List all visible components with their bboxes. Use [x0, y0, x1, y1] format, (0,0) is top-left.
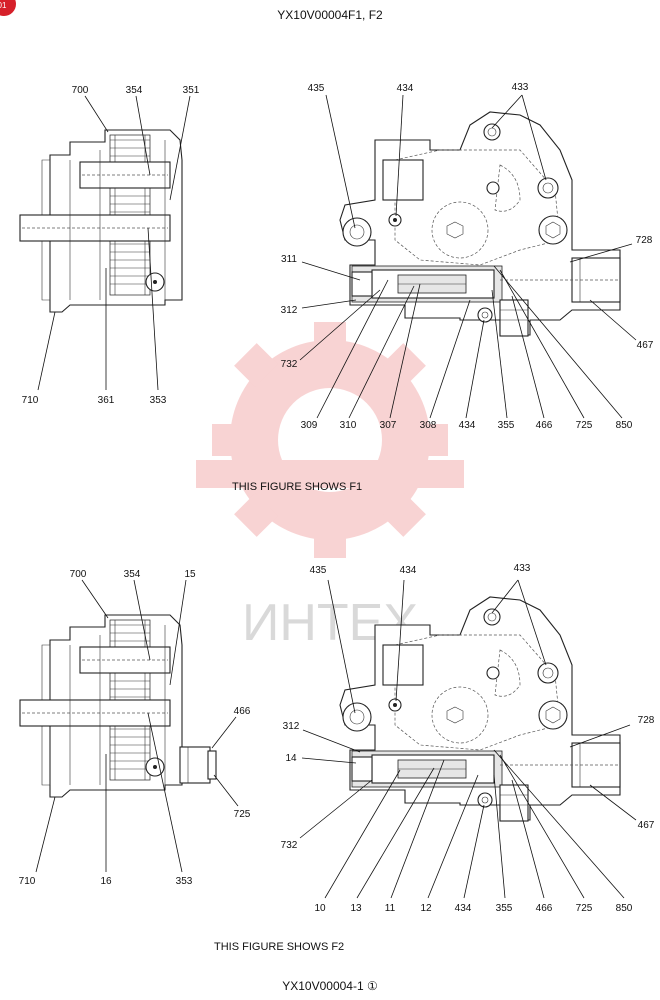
- figure1-left-pump: [19, 129, 183, 313]
- label: 728: [636, 235, 653, 246]
- label: 467: [637, 340, 654, 351]
- figure2-left-pump: [19, 614, 217, 798]
- label: 307: [380, 420, 397, 431]
- label: 312: [283, 721, 300, 732]
- label: 309: [301, 420, 318, 431]
- figure1-leaders: [37, 94, 637, 419]
- label: 434: [397, 83, 414, 94]
- label: 434: [400, 565, 417, 576]
- label: 312: [281, 305, 298, 316]
- label: 725: [576, 420, 593, 431]
- label: 311: [281, 254, 297, 265]
- label: 732: [281, 840, 298, 851]
- figure2-leaders: [35, 579, 637, 899]
- label: 700: [70, 569, 87, 580]
- label: 433: [512, 82, 529, 93]
- label: 850: [616, 420, 633, 431]
- label: 710: [22, 395, 39, 406]
- label: 466: [536, 903, 553, 914]
- label: 700: [72, 85, 89, 96]
- label: 467: [638, 820, 655, 831]
- label: 353: [176, 876, 193, 887]
- figure2-right-valve: [339, 596, 621, 822]
- label: 732: [281, 359, 298, 370]
- document-id: YX10V00004-1 ①: [282, 979, 378, 993]
- figure2-caption: THIS FIGURE SHOWS F2: [214, 941, 344, 953]
- figure1-caption: THIS FIGURE SHOWS F1: [232, 481, 362, 493]
- page-title: YX10V00004F1, F2: [277, 8, 383, 22]
- label: 13: [350, 903, 362, 914]
- label: 710: [19, 876, 36, 887]
- label: 14: [285, 753, 297, 764]
- label: 433: [514, 563, 531, 574]
- label: 351: [183, 85, 200, 96]
- label: 725: [234, 809, 251, 820]
- label: 10: [314, 903, 326, 914]
- label: 850: [616, 903, 633, 914]
- figure1-labels: 700 354 351 710 361 353 435 434 433 728 …: [22, 82, 654, 431]
- label: 308: [420, 420, 437, 431]
- label: 11: [385, 903, 396, 914]
- label: 466: [234, 706, 251, 717]
- label: 354: [126, 85, 143, 96]
- label: 361: [98, 395, 115, 406]
- label: 434: [459, 420, 476, 431]
- label: 355: [496, 903, 513, 914]
- figure1-right-valve: [339, 111, 621, 337]
- label: 354: [124, 569, 141, 580]
- label: 12: [420, 903, 432, 914]
- label: 353: [150, 395, 167, 406]
- figure2-labels: 700 354 15 466 725 710 16 353 435 434 43…: [19, 563, 655, 914]
- watermark-logo: [196, 322, 464, 558]
- label: 728: [638, 715, 655, 726]
- corner-badge: [0, 0, 16, 16]
- label: 434: [455, 903, 472, 914]
- label: 16: [100, 876, 112, 887]
- label: 466: [536, 420, 553, 431]
- label: 725: [576, 903, 593, 914]
- label: 15: [184, 569, 196, 580]
- label: 355: [498, 420, 515, 431]
- label: 435: [310, 565, 327, 576]
- label: 435: [308, 83, 325, 94]
- label: 310: [340, 420, 357, 431]
- corner-badge-text: 01: [0, 1, 7, 10]
